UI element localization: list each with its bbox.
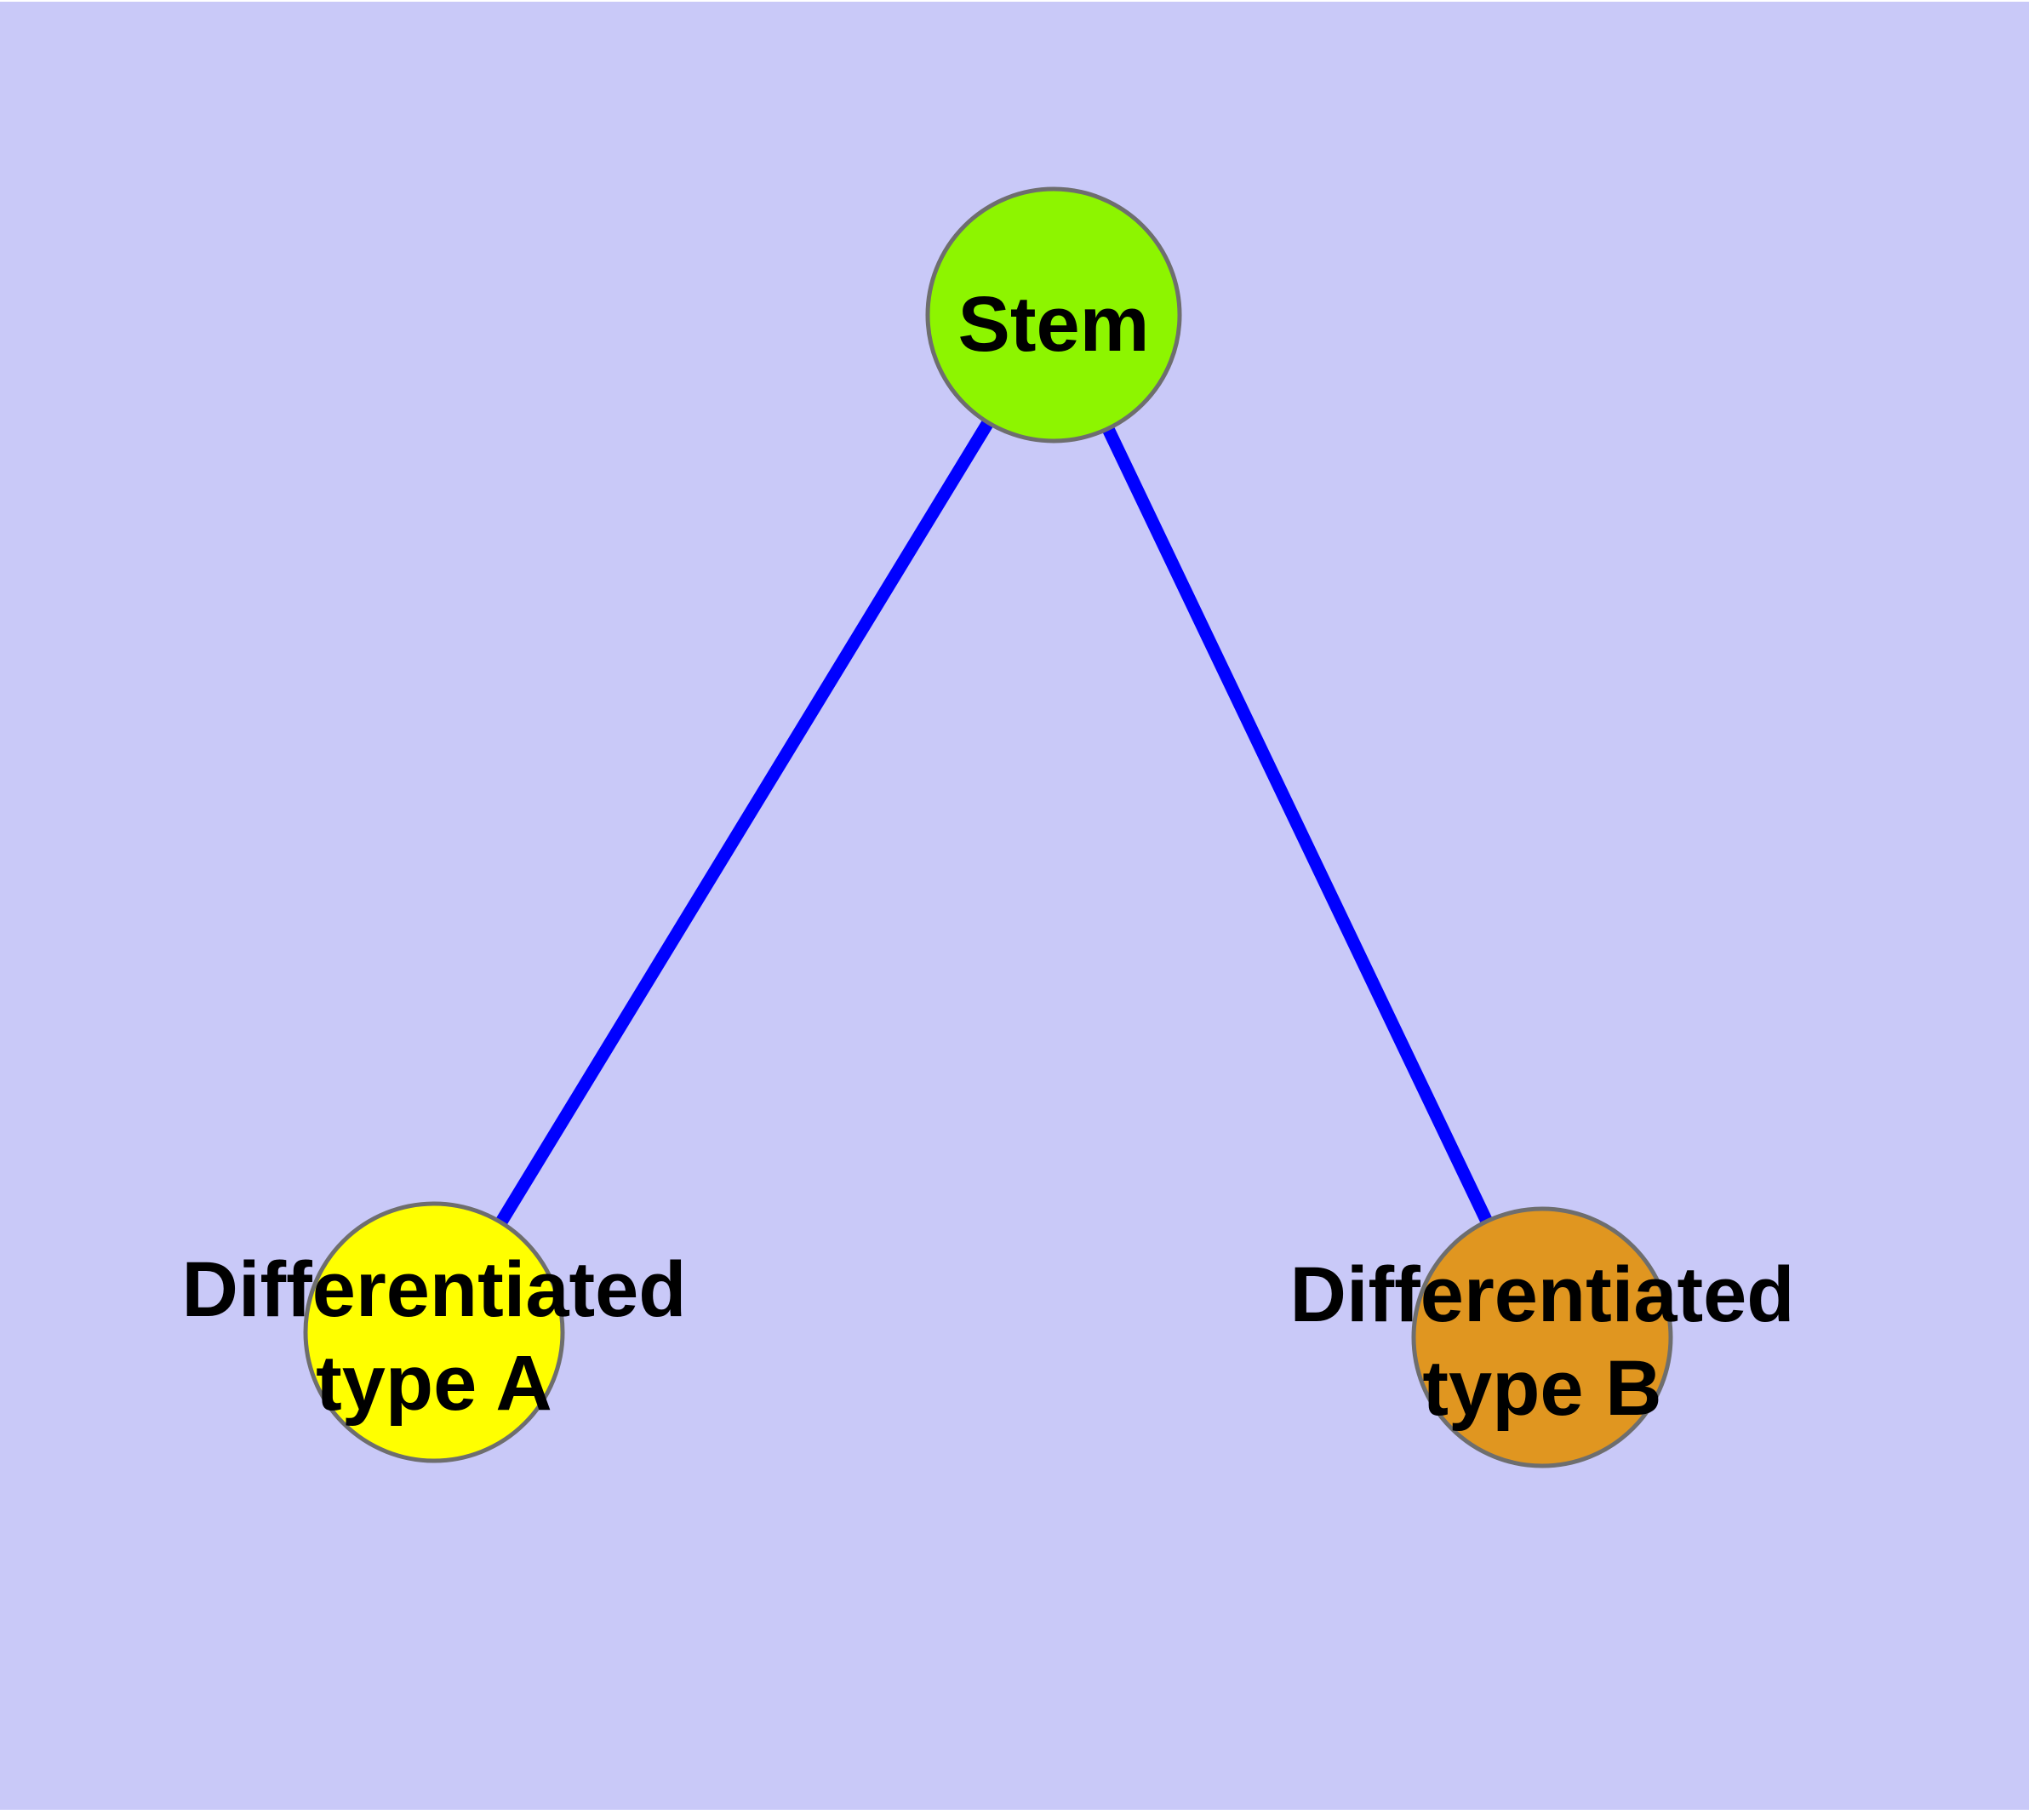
node-circle-differentiated-type-a [303, 1201, 565, 1463]
node-label-line: type B [1422, 1345, 1661, 1432]
nodes-layer [303, 186, 1673, 1468]
node-label-line: type A [316, 1340, 552, 1427]
node-circle-differentiated-type-b [1411, 1206, 1673, 1468]
page-top-margin [0, 0, 2029, 2]
node-circle-stem [925, 186, 1182, 444]
edge-stem-to-differentiated-type-b [1048, 312, 1548, 1341]
page-bottom-margin [0, 1810, 2029, 1820]
node-label-stem: Stem [958, 281, 1150, 368]
node-label-line: Differentiated [182, 1246, 687, 1333]
node-label-line: Stem [958, 281, 1150, 368]
edges-layer [428, 312, 1548, 1341]
node-label-line: Differentiated [1290, 1251, 1795, 1338]
edge-stem-to-differentiated-type-a [428, 312, 1060, 1336]
